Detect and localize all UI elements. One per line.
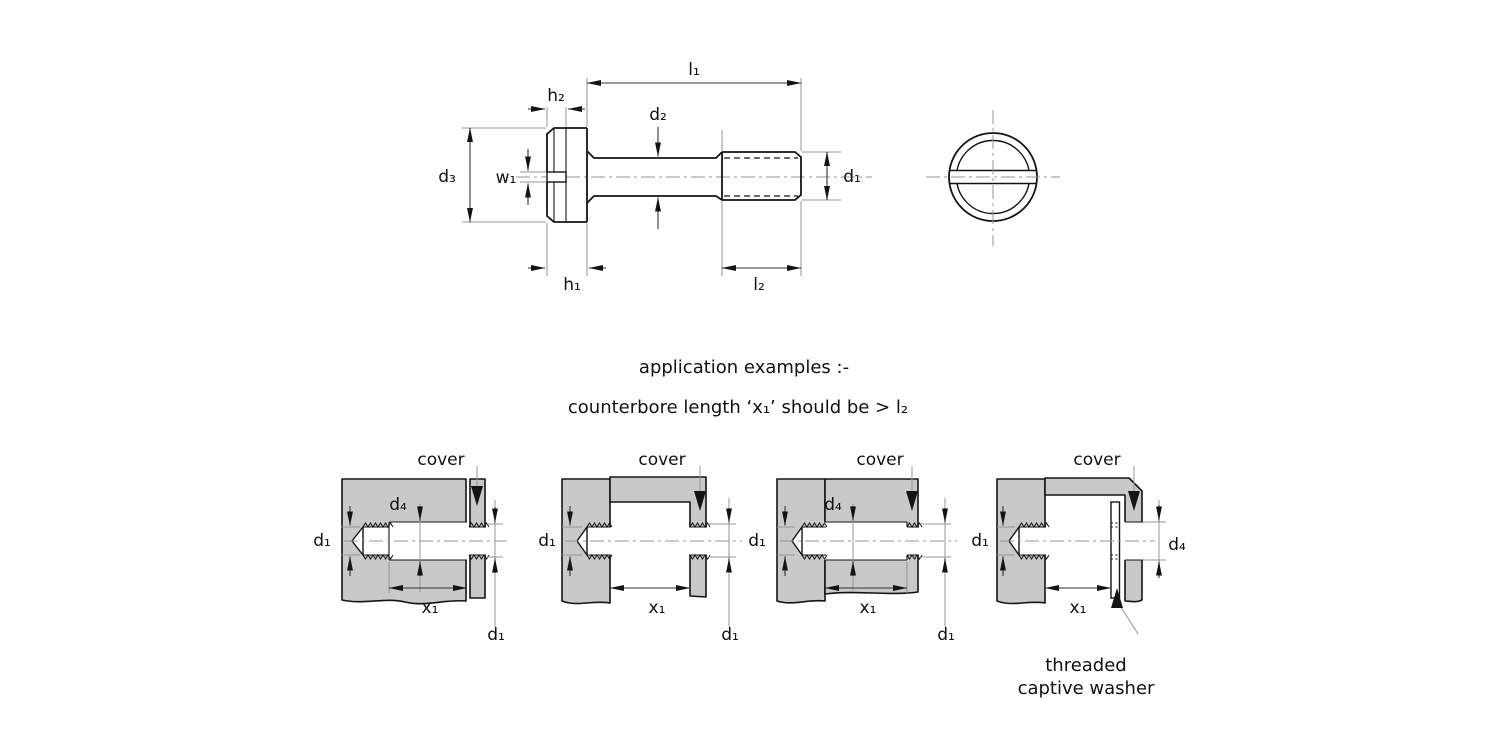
application-note: application examples :- counterbore leng… (568, 357, 908, 418)
label-cover-2: cover (638, 450, 685, 470)
label-d3: d₃ (438, 167, 456, 187)
label-d1-right-2: d₁ (721, 625, 739, 645)
label-washer-line2: captive washer (1018, 678, 1155, 699)
washer-leader (1111, 588, 1139, 635)
label-h2: h₂ (547, 86, 565, 106)
label-x1-4: x₁ (1070, 598, 1087, 618)
label-d1-left-3: d₁ (748, 531, 766, 551)
dimensions-main (467, 80, 830, 271)
extension-lines (462, 78, 841, 276)
label-x1-3: x₁ (860, 598, 877, 618)
label-d1-left-1: d₁ (313, 531, 331, 551)
label-x1-2: x₁ (649, 598, 666, 618)
label-l2: l₂ (753, 275, 765, 295)
note-line2: counterbore length ‘x₁’ should be > l₂ (568, 397, 908, 418)
screw-side-view: h₂ l₁ d₂ d₃ w₁ d₁ h₁ l₂ (438, 60, 872, 295)
example-2: cover d₁ x₁ d₁ (538, 450, 742, 645)
label-h1: h₁ (563, 275, 581, 295)
screw-head (546, 127, 588, 223)
label-d4-right-4: d₄ (1168, 535, 1186, 555)
drill-point (791, 524, 803, 558)
screw-thread-section (721, 151, 802, 201)
label-d1-right-3: d₁ (937, 625, 955, 645)
cover-formed (609, 476, 707, 598)
note-line1: application examples :- (639, 357, 849, 378)
label-cover-3: cover (856, 450, 903, 470)
label-cover-4: cover (1073, 450, 1120, 470)
example-1: cover d₁ d₄ x₁ d₁ (313, 450, 507, 645)
head-chamfer-circle (955, 139, 1031, 215)
label-d1-right-1: d₁ (487, 625, 505, 645)
drill-point (576, 524, 588, 558)
label-d1-main: d₁ (843, 167, 861, 187)
label-x1-1: x₁ (422, 598, 439, 618)
screw-shank (586, 150, 723, 204)
label-d4-3: d₄ (824, 495, 842, 515)
label-w1: w₁ (496, 168, 517, 188)
label-d1-left-2: d₁ (538, 531, 556, 551)
label-l1: l₁ (688, 60, 700, 80)
label-d2: d₂ (649, 105, 667, 125)
example-3: cover d₁ d₄ x₁ d₁ (748, 450, 957, 645)
label-d4-1: d₄ (389, 495, 407, 515)
screw-end-view (926, 110, 1060, 246)
end-view-centerlines (926, 110, 1060, 246)
label-cover-1: cover (417, 450, 464, 470)
example-4: cover d₁ x₁ d₄ threaded captive washer (971, 450, 1186, 699)
screw-slot (546, 171, 567, 183)
label-washer-line1: threaded (1045, 655, 1127, 676)
cover-formed (1044, 477, 1143, 603)
label-d1-left-4: d₁ (971, 531, 989, 551)
threaded-captive-washer (1110, 501, 1121, 599)
